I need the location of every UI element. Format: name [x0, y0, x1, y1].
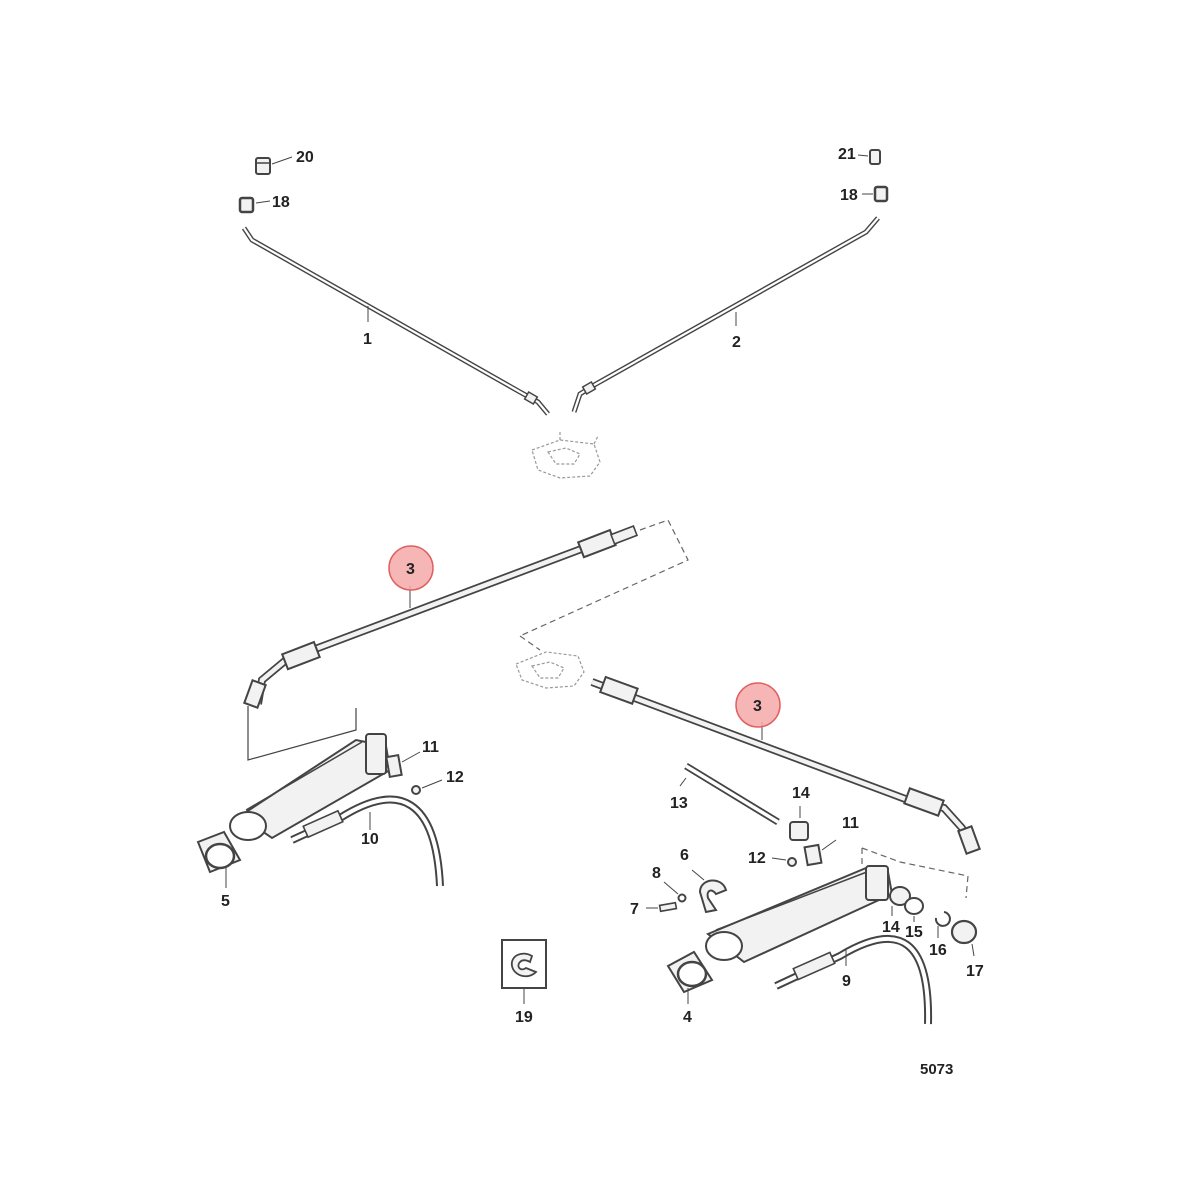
callout-1: 1 [363, 331, 372, 348]
callout-13: 13 [670, 795, 688, 812]
hydraulic-line-1 [241, 226, 550, 416]
callout-6: 6 [680, 847, 689, 864]
callout-14-top: 14 [792, 785, 810, 802]
washer-15 [904, 897, 924, 922]
screw-12-left [411, 779, 443, 795]
pump-ghost-middle [515, 651, 585, 689]
callout-21: 21 [838, 146, 856, 163]
diagram-id: 5073 [920, 1061, 953, 1078]
fitting-21 [857, 149, 881, 165]
cylinder-left [196, 706, 392, 888]
cylinder-right [666, 865, 894, 1004]
hose-10 [290, 795, 444, 887]
highlight-circle-3-lower [735, 682, 781, 728]
nut-18-left [238, 196, 271, 214]
callout-5: 5 [221, 893, 230, 910]
callout-20: 20 [296, 149, 314, 166]
callout-11-left: 11 [422, 739, 439, 756]
routing-dashes [519, 519, 969, 899]
bracket-6 [691, 869, 728, 914]
callout-3-upper: 3 [406, 561, 415, 578]
callout-14-bottom: 14 [882, 919, 900, 936]
callout-15: 15 [905, 924, 923, 941]
callout-12-left: 12 [446, 769, 464, 786]
callout-2: 2 [732, 334, 741, 351]
callout-8: 8 [652, 865, 661, 882]
callout-11-right: 11 [842, 815, 859, 832]
callout-16: 16 [929, 942, 947, 959]
callout-7: 7 [630, 901, 639, 918]
callout-3-lower: 3 [753, 698, 762, 715]
rod-13 [679, 763, 780, 825]
nut-18-right [862, 185, 889, 203]
callout-4: 4 [683, 1009, 692, 1026]
hydraulic-line-3-upper [243, 524, 639, 709]
cap-17 [950, 919, 978, 957]
bolt-7 [646, 901, 678, 913]
callout-9: 9 [842, 973, 851, 990]
highlight-circle-3-upper [388, 545, 434, 591]
hose-9 [774, 935, 933, 1025]
bushing-14-top [789, 806, 809, 841]
screw-12-right [771, 857, 797, 867]
callout-12-right: 12 [748, 850, 766, 867]
callout-17: 17 [966, 963, 984, 980]
callout-19: 19 [515, 1009, 533, 1026]
callout-10: 10 [361, 831, 379, 848]
clip-16 [934, 911, 951, 938]
hydraulic-line-3-lower [590, 675, 981, 855]
callout-18-right: 18 [840, 187, 858, 204]
washer-8 [663, 881, 687, 903]
callout-18-left: 18 [272, 194, 290, 211]
clip-19-box [501, 939, 547, 1004]
hydraulic-line-2 [571, 216, 880, 413]
gasket-11-right [803, 839, 837, 867]
gasket-11-left [385, 751, 421, 779]
fitting-20 [255, 156, 293, 175]
pump-ghost-top [531, 430, 601, 479]
bushing-14-bottom [889, 886, 911, 916]
